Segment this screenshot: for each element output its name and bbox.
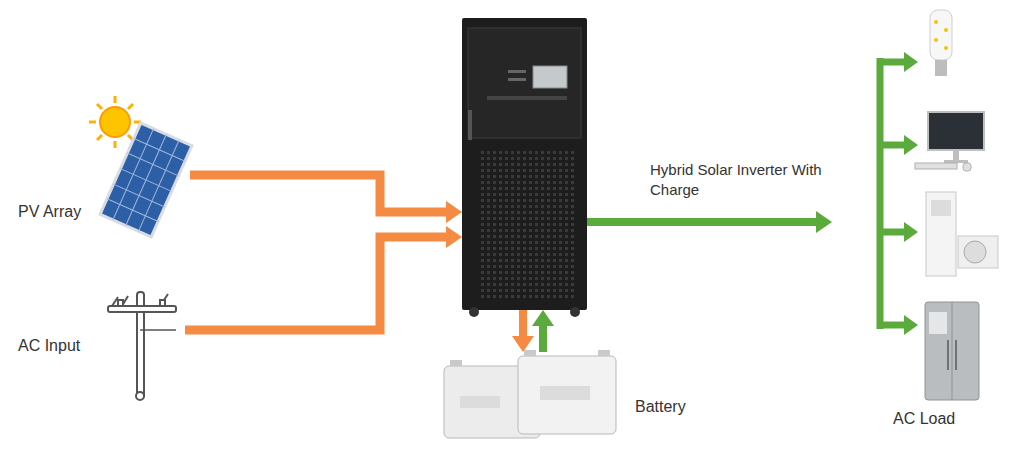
light-bulb [930,10,952,76]
flow-arrow [539,326,547,352]
flow-arrow [185,237,446,330]
grid-line [127,153,178,176]
door-handle [468,110,472,140]
ac-load-node: AC Load [832,5,1017,435]
node-label: AC Input [18,337,80,355]
pole-base [136,392,144,400]
solar-panel [100,123,192,237]
node-label: PV Array [18,203,81,221]
sun-ray [114,96,117,103]
branch-line [877,59,906,66]
grid-line [120,169,171,192]
battery-pack [444,350,616,438]
battery-terminal [524,350,536,356]
bulb-led [944,46,948,50]
ac-outdoor-unit [958,236,998,268]
battery-cell [518,356,616,434]
cabinet-wheel [570,307,580,317]
cabinet-wheel [469,307,479,317]
flow-arrow [519,310,527,336]
sun-ray [114,141,117,148]
node-label: Battery [635,398,686,416]
inverter-node [462,18,587,310]
sun-ray [89,121,96,124]
panel-frame [100,123,192,237]
branch-arrowheads [904,52,918,335]
air-conditioner [926,192,998,276]
branch-line [877,142,906,149]
node-label: AC Load [893,410,955,428]
fridge-door-split [952,302,953,400]
bulb-led [934,20,938,24]
insulator [118,300,123,306]
status-led [508,70,526,73]
bulb-led [934,38,938,42]
inverter-cabinet [462,18,587,317]
ac-fan [964,241,986,263]
grid-line [134,138,185,161]
bulb-base [935,60,947,76]
battery-node: Battery [440,352,620,442]
pole-bracket [140,329,176,331]
refrigerator [925,302,979,400]
bulb-body [930,10,952,60]
cabinet-body [462,18,587,310]
flow-arrow [587,218,816,226]
battery-sticker [540,386,590,400]
monitor-stand [953,150,959,160]
branch-arrowhead [904,52,918,72]
ac-input-node: AC Input [100,290,185,400]
battery-sticker [460,396,500,408]
load-branch-lines [877,58,906,329]
branch-line [877,229,906,236]
branch-trunk [877,58,884,329]
battery-terminal [450,360,462,366]
branch-arrowhead [904,315,918,335]
ac-vent [931,200,951,216]
sun-ray [97,135,102,140]
lcd-display [533,66,567,88]
sun-ray [97,104,102,109]
fridge-body [925,302,979,400]
cabinet-door-panel [468,28,581,138]
grid-line [114,184,165,207]
vent-grille [478,148,574,298]
branch-arrowhead [904,222,918,242]
sun-ray [128,104,133,109]
keyboard [915,163,957,169]
branch-arrowhead [904,135,918,155]
sun-disc [100,107,130,137]
ac-indoor-unit [926,192,956,276]
computer-monitor [915,112,984,171]
fridge-handle [947,340,949,370]
battery-terminal [598,350,610,356]
utility-pole [108,292,176,400]
mouse [963,163,971,171]
grid-line [107,199,158,222]
flow-arrow [190,175,446,212]
bulb-led [944,28,948,32]
panel-trim [487,96,567,100]
branch-line [877,322,906,329]
fridge-handle [955,340,957,370]
panel-grid [100,123,192,237]
monitor-screen [928,112,984,150]
fridge-dispenser [929,312,947,334]
pv-array-node: PV Array [100,105,190,230]
edge-label: Hybrid Solar Inverter With Charge [650,160,840,200]
status-led [508,78,526,81]
insulator [160,300,165,306]
pole-wire [160,294,168,306]
